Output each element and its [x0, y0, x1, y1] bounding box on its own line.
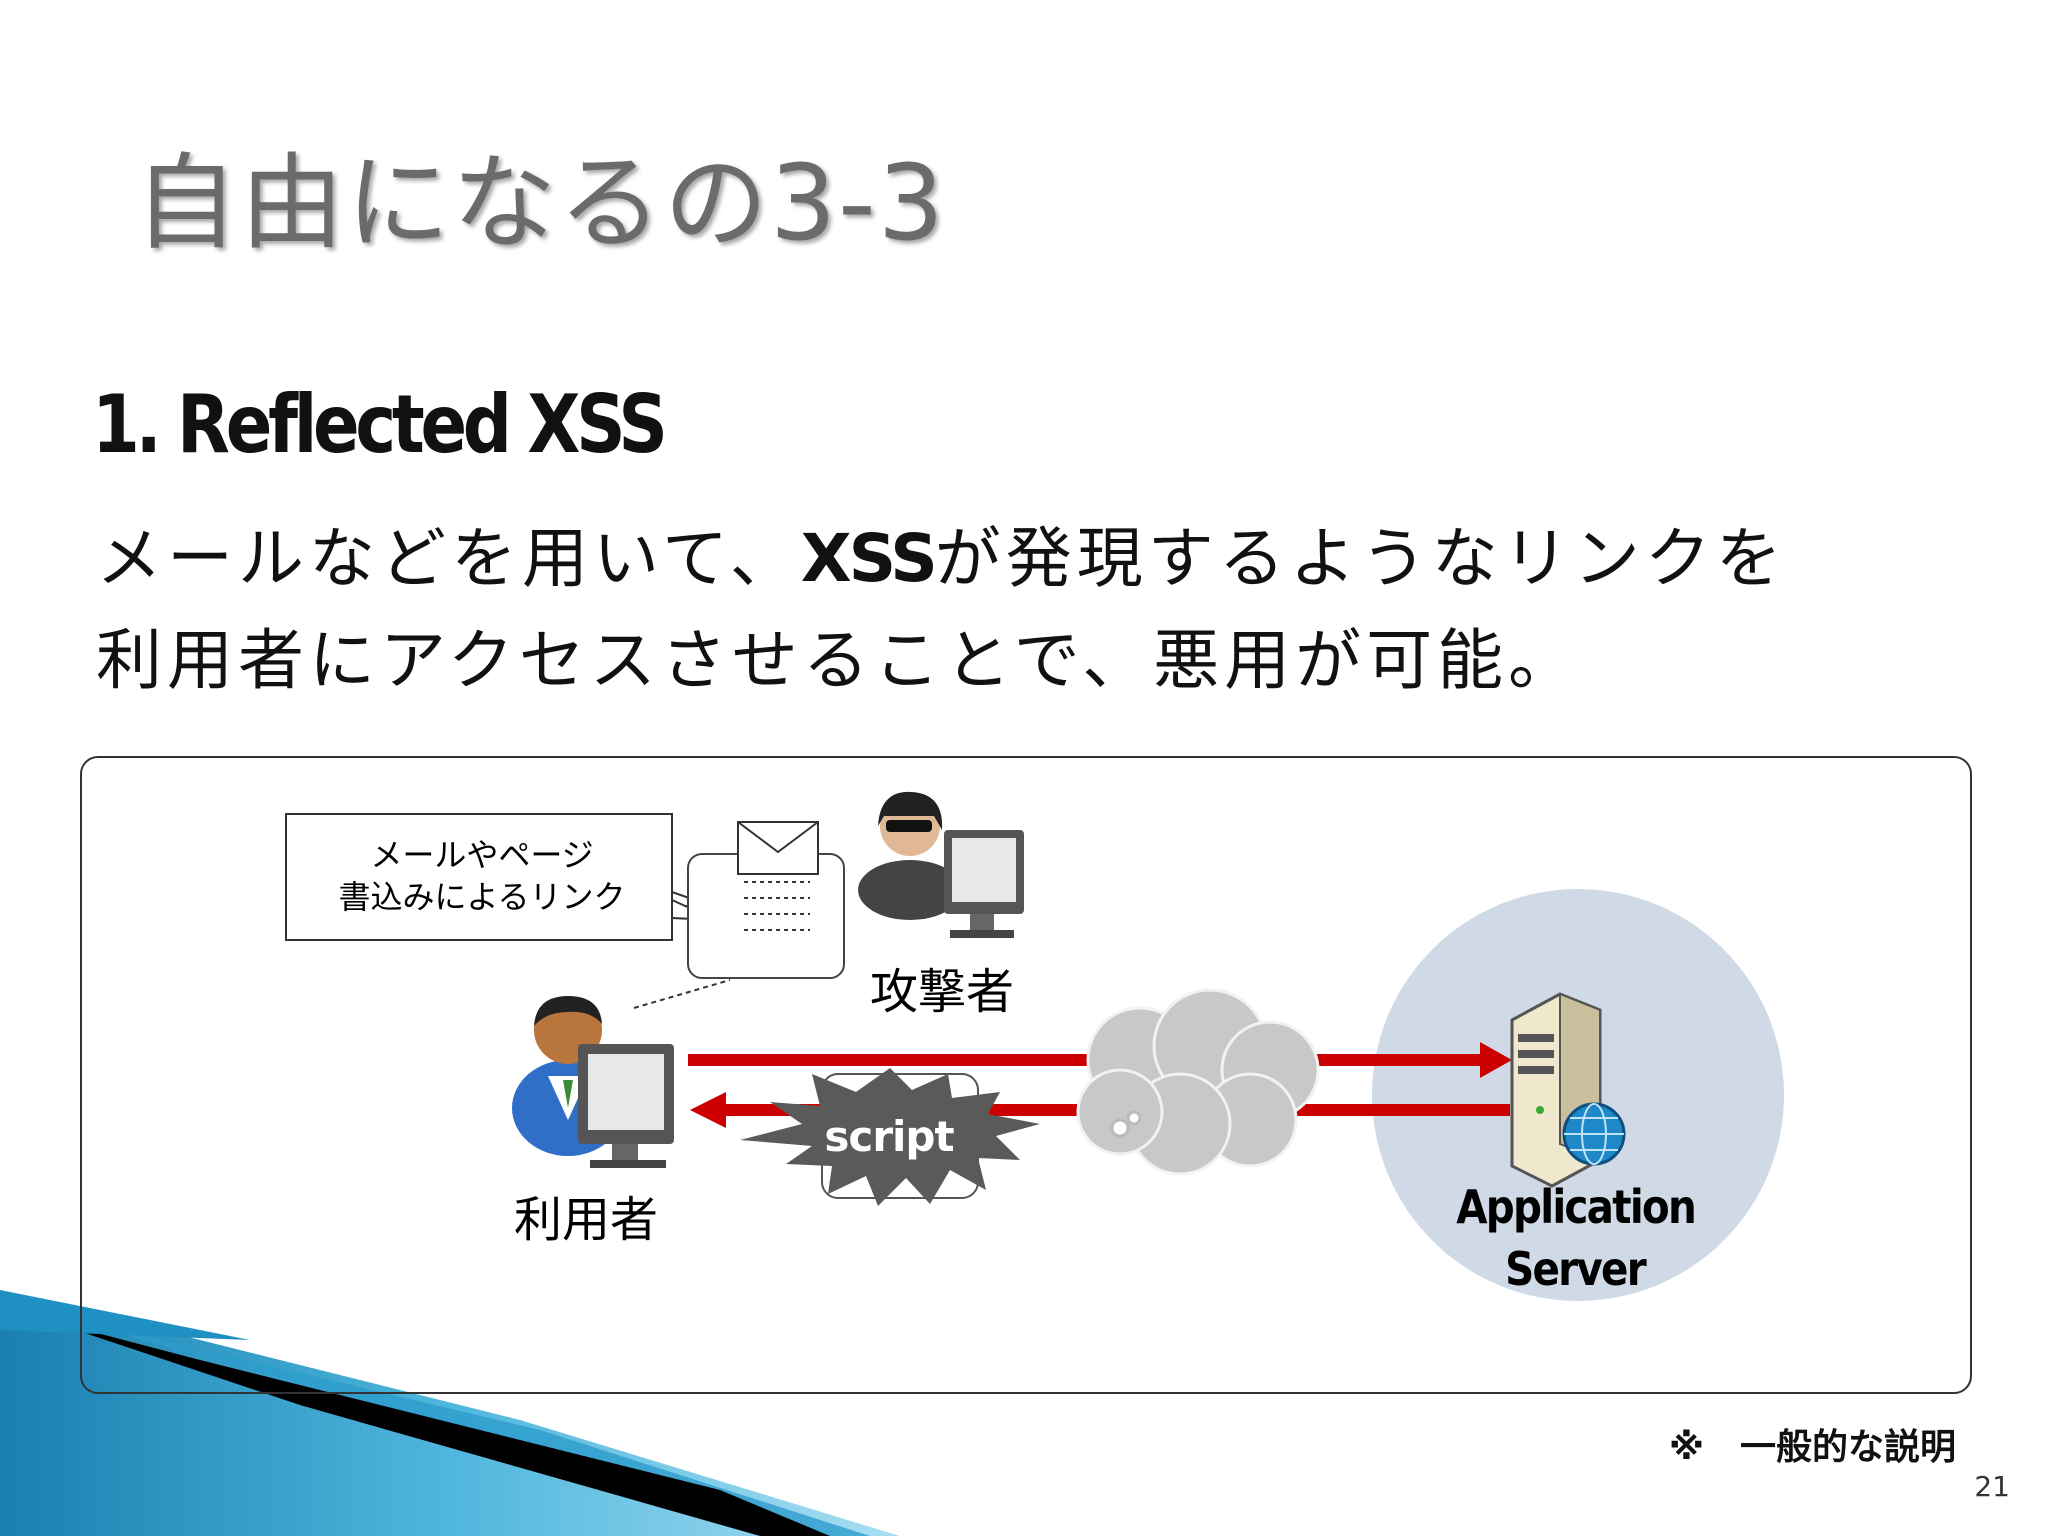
script-label: script [824, 1112, 954, 1161]
slide-title: 自由になるの3-3 [134, 142, 946, 264]
page-number: 21 [1974, 1470, 2010, 1503]
xss-emphasis: XSS [800, 520, 938, 597]
globe-icon [1562, 1102, 1626, 1166]
server-label: Application Server [1456, 1180, 1697, 1296]
body-line-2: 利用者にアクセスさせることで、悪用が可能。 [96, 622, 1580, 699]
attacker-label: 攻撃者 [870, 964, 1015, 1020]
envelope-icon [737, 821, 819, 875]
user-label: 利用者 [514, 1192, 659, 1248]
user-icon [512, 996, 674, 1168]
script-burst [740, 1068, 1040, 1206]
body-text: メールなどを用いて、XSSが発現するようなリンクを 利用者にアクセスさせることで… [96, 508, 1996, 712]
body-line-1: メールなどを用いて、XSSが発現するようなリンクを [96, 520, 1787, 597]
link-dashed-line [633, 979, 731, 1009]
diagram-frame [80, 756, 1972, 1394]
internet-cloud-icon [1076, 988, 1320, 1176]
general-explanation-note: ※ 一般的な説明 [1669, 1427, 1956, 1468]
section-heading: 1. Reflected XSS [92, 378, 668, 471]
callout-text: メールやページ 書込みによるリンク [338, 836, 626, 916]
attacker-icon [858, 791, 1024, 938]
